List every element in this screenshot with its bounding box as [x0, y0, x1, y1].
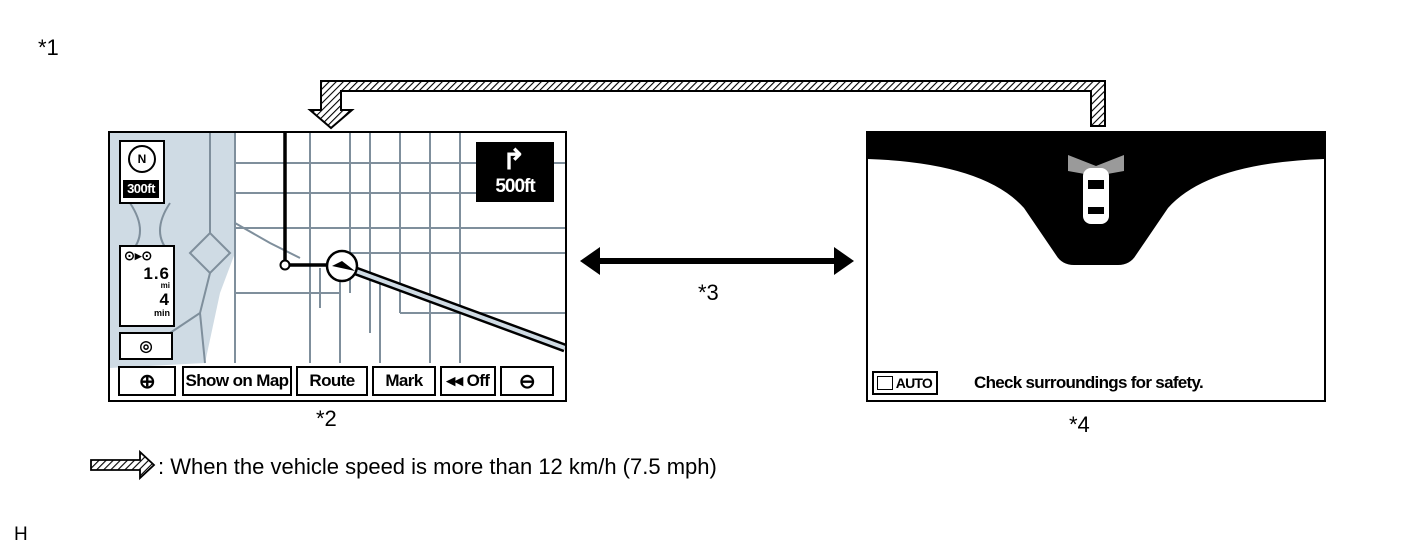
safety-message: Check surroundings for safety.: [974, 373, 1204, 392]
car-icon: [1083, 168, 1109, 224]
camera-mode-icon: [877, 376, 893, 390]
callout-2: *2: [316, 406, 337, 431]
turn-right-arrow-icon: ↱: [502, 144, 526, 175]
camera-mode-button[interactable]: AUTO: [872, 371, 938, 395]
current-position-button[interactable]: ◎: [119, 332, 173, 360]
distance-to-destination-icon: ⊙▸⊙: [124, 248, 153, 263]
navigation-screen: N 300ft ↱ 500ft ⊙▸⊙ 1.6 mi 4 min ◎ ⊕ Sho…: [108, 131, 567, 402]
legend-text: : When the vehicle speed is more than 12…: [158, 454, 717, 479]
callout-1: *1: [38, 35, 59, 60]
route-line: [279, 133, 565, 353]
camera-screen: AUTO Check surroundings for safety.: [866, 131, 1326, 402]
zoom-in-button[interactable]: ⊕: [118, 366, 176, 396]
turn-distance: 500ft: [495, 176, 535, 197]
compass-icon: N: [128, 145, 156, 173]
nav-button-bar: ⊕ Show on Map Route Mark ◂◂ Off ⊖: [116, 366, 556, 396]
corner-code: H: [14, 524, 28, 545]
callout-3: *3: [698, 280, 719, 305]
map-scale: 300ft: [123, 180, 159, 198]
voice-off-button[interactable]: ◂◂ Off: [440, 366, 496, 396]
distance-unit: mi: [160, 281, 170, 290]
position-circle-icon: ◎: [139, 338, 153, 355]
legend-hatched-arrow-icon: [90, 449, 156, 481]
mark-button[interactable]: Mark: [372, 366, 436, 396]
switch-double-arrow: [580, 247, 854, 275]
route-info-panel[interactable]: ⊙▸⊙ 1.6 mi 4 min: [119, 245, 175, 327]
camera-view: [868, 133, 1324, 265]
camera-mode-label: AUTO: [895, 375, 933, 391]
zoom-out-button[interactable]: ⊖: [500, 366, 554, 396]
callout-4: *4: [1069, 412, 1090, 437]
north-up-button[interactable]: N 300ft: [119, 140, 165, 204]
time-unit: min: [153, 308, 170, 318]
route-button[interactable]: Route: [296, 366, 368, 396]
remaining-distance: 1.6: [143, 264, 170, 283]
remaining-time: 4: [159, 290, 169, 309]
speed-return-arrow: [307, 80, 1106, 130]
next-turn-indicator: ↱ 500ft: [476, 142, 554, 202]
show-on-map-button[interactable]: Show on Map: [182, 366, 292, 396]
vehicle-position-icon: [325, 249, 359, 283]
